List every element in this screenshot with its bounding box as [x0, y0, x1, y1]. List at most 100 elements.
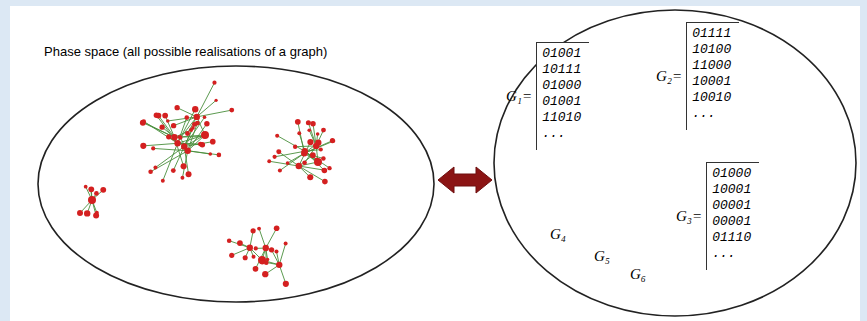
network-vertex: [310, 152, 316, 158]
network-vertex: [321, 156, 325, 160]
network-vertex: [276, 149, 281, 154]
network-vertex: [204, 121, 209, 126]
network-vertex: [274, 225, 280, 231]
network-vertex: [174, 140, 180, 146]
network-vertex: [307, 174, 313, 180]
network-vertex: [203, 116, 207, 120]
network-vertex: [315, 140, 321, 146]
network-edge: [197, 83, 215, 117]
network-vertex: [217, 153, 222, 158]
phase-space-ellipse: G₄G₅G₆G₁=01001 10111 01000 01001 11010 .…: [492, 8, 858, 318]
network-vertex: [327, 166, 331, 170]
matrix-rows: 01001 10111 01000 01001 11010 ...: [536, 42, 589, 150]
network-vertex: [322, 179, 328, 185]
network-vertex: [88, 196, 96, 204]
network-vertex: [88, 186, 94, 192]
network-vertex: [296, 163, 302, 169]
network-edge: [316, 130, 323, 146]
network-vertex: [171, 123, 176, 128]
graph-label: G₄: [550, 226, 566, 243]
adjacency-matrix: G₃=01000 10001 00001 00001 01110 ...: [676, 162, 759, 270]
network-vertex: [267, 159, 271, 163]
network-edge: [178, 109, 196, 143]
network-edge: [269, 161, 299, 166]
network-vertex: [302, 160, 307, 165]
network-vertex: [185, 148, 191, 154]
phase-space-ellipse: Phase space (all possible realisations o…: [36, 42, 436, 304]
network-vertex: [254, 246, 258, 250]
network-vertex: [184, 115, 189, 120]
network-vertex: [181, 176, 185, 180]
network-vertex: [275, 134, 279, 138]
network-vertex: [283, 281, 289, 287]
network-vertex: [198, 142, 203, 147]
network-vertex: [316, 132, 320, 136]
graph-label: G₁=: [506, 88, 532, 105]
network-edge: [181, 117, 197, 138]
network-vertex: [247, 245, 253, 251]
network-vertex: [295, 119, 301, 125]
network-edge: [266, 228, 277, 248]
network-edge: [156, 115, 177, 143]
network-vertex: [262, 271, 268, 277]
network-edge: [197, 100, 216, 117]
network-vertex: [319, 148, 323, 152]
network-vertex: [293, 145, 297, 149]
network-edge: [168, 117, 197, 121]
network-vertex: [297, 131, 301, 135]
network-vertex: [210, 139, 216, 145]
network-vertex: [212, 81, 216, 85]
network-vertex: [171, 134, 177, 140]
adjacency-matrix: G₁=01001 10111 01000 01001 11010 ...: [506, 42, 589, 150]
network-edge: [277, 136, 305, 152]
network-edge: [279, 244, 285, 265]
network-vertex: [140, 120, 146, 126]
network-vertex: [321, 128, 326, 133]
matrix-rows: 01000 10001 00001 00001 01110 ...: [706, 162, 759, 270]
network-vertex: [276, 262, 282, 268]
network-vertex: [140, 143, 146, 149]
network-vertex: [274, 249, 278, 253]
network-vertex: [186, 171, 192, 177]
network-vertex: [154, 113, 159, 118]
network-edge: [256, 248, 266, 269]
network-vertex: [272, 155, 276, 159]
network-vertex: [84, 185, 88, 189]
network-vertex: [251, 228, 256, 233]
network-vertex: [332, 139, 335, 142]
network-vertex: [94, 191, 99, 196]
double-arrow: [438, 167, 492, 193]
network-edge: [188, 151, 219, 155]
network-vertex: [252, 255, 256, 259]
network-vertex: [194, 114, 200, 120]
network-vertex: [306, 120, 311, 125]
network-vertex: [89, 187, 93, 191]
network-edge: [299, 166, 325, 182]
network-vertex: [278, 169, 282, 173]
network-vertex: [322, 168, 327, 173]
network-vertex: [260, 259, 265, 264]
network-vertex: [214, 99, 217, 102]
ellipse-outline: [36, 64, 436, 304]
matrix-rows: 01111 10100 11000 10001 10010 ...: [686, 22, 739, 130]
network-vertex: [100, 187, 106, 193]
network-vertex: [195, 121, 200, 126]
network-vertex: [284, 242, 288, 246]
network-vertex: [208, 152, 212, 156]
network-vertex: [229, 108, 234, 113]
network-vertex: [301, 150, 307, 156]
network-vertex: [166, 119, 170, 123]
graph-label: G₆: [630, 266, 646, 283]
network-vertex: [227, 238, 232, 243]
network-vertex: [243, 255, 248, 260]
network-vertex: [307, 139, 313, 145]
network-vertex: [178, 135, 182, 139]
network-edge: [178, 143, 201, 145]
network-edge: [144, 121, 178, 143]
network-vertex: [171, 168, 176, 173]
network-vertex: [286, 161, 290, 165]
network-vertex: [174, 105, 179, 110]
network-vertex: [77, 210, 83, 216]
network-vertex: [166, 134, 171, 139]
